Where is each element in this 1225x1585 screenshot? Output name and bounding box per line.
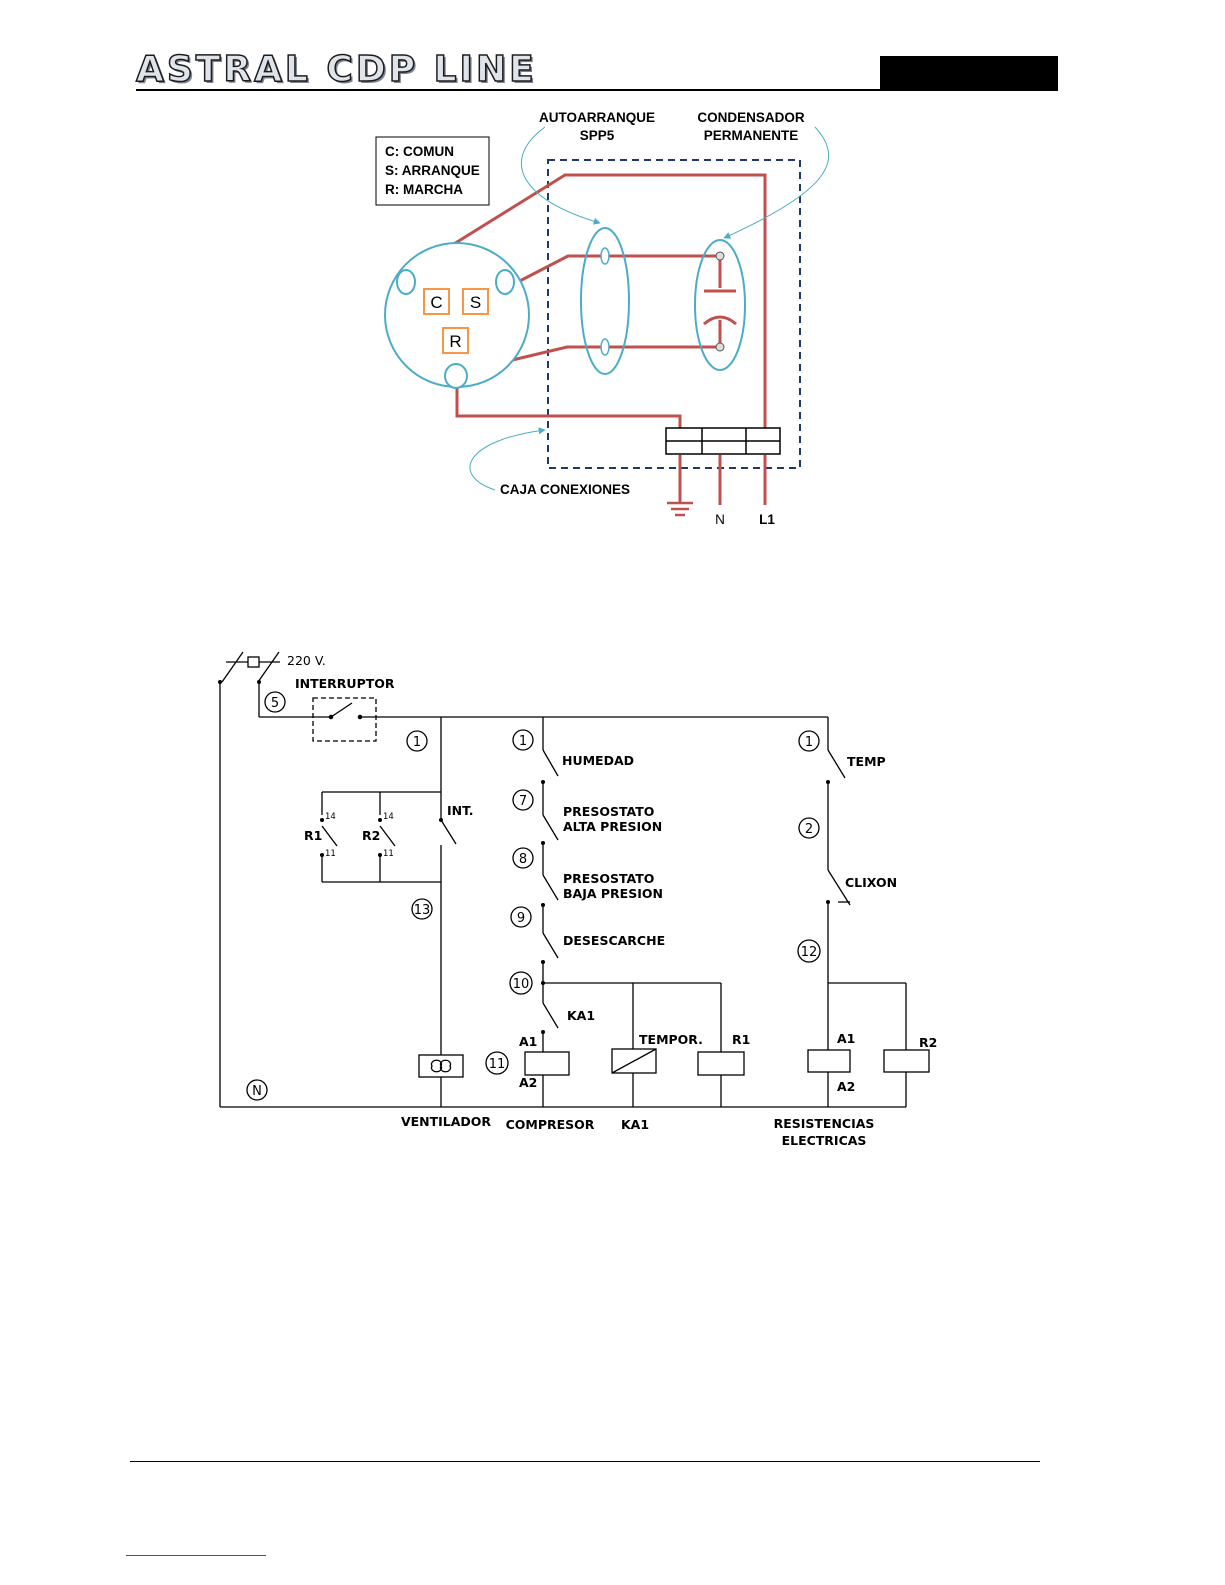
header-rule — [136, 89, 1058, 91]
fan-label: VENTILADOR — [401, 1114, 491, 1129]
r2-coil-label: R2 — [919, 1035, 937, 1050]
r1-pin-14: 14 — [325, 812, 336, 822]
hp-label-line2: ALTA PRESION — [563, 819, 662, 834]
supply-voltage: 220 V. — [287, 653, 326, 668]
ka1-contact-label: KA1 — [567, 1008, 595, 1023]
terminal-c: C — [430, 293, 442, 312]
temp-label: TEMP — [847, 754, 886, 769]
ground-icon — [667, 501, 693, 517]
int-label: INT. — [447, 803, 474, 818]
heaters-label-line1: RESISTENCIAS — [774, 1116, 875, 1131]
legend-common: C: COMUN — [385, 144, 454, 159]
footer-link-underline[interactable] — [126, 1555, 266, 1556]
lp-label-line2: BAJA PRESION — [563, 886, 663, 901]
node-12: 12 — [801, 945, 818, 960]
heaters-a1: A1 — [837, 1031, 855, 1046]
legend-start: S: ARRANQUE — [385, 163, 480, 178]
r1-contact-label: R1 — [304, 828, 322, 843]
autostart-label-line2: SPP5 — [580, 128, 615, 143]
compressor-motor: C S R — [384, 242, 530, 389]
capacitor-label-line2: PERMANENTE — [704, 128, 799, 143]
node-circles — [246, 691, 821, 1101]
compressor-a1: A1 — [519, 1034, 537, 1049]
schematic-wires — [219, 682, 907, 1108]
fuse-icon — [221, 651, 280, 683]
node-2: 2 — [805, 822, 813, 837]
node-8: 8 — [519, 852, 527, 867]
compressor-label: COMPRESOR — [506, 1117, 595, 1132]
r2-pin-14: 14 — [383, 812, 394, 822]
ka1-coil-label: KA1 — [621, 1117, 649, 1132]
node-1-right: 1 — [805, 735, 813, 750]
junction-box-label: CAJA CONEXIONES — [500, 482, 630, 497]
node-11: 11 — [489, 1057, 506, 1072]
node-9: 9 — [517, 911, 525, 926]
node-1-center: 1 — [519, 734, 527, 749]
defrost-label: DESESCARCHE — [563, 933, 665, 948]
brand-logo: ASTRAL CDP LINE — [135, 49, 537, 91]
node-7: 7 — [519, 794, 527, 809]
wiring-diagram: C: COMUN S: ARRANQUE R: MARCHA C S R — [375, 110, 830, 527]
timer-label: TEMPOR. — [639, 1032, 703, 1047]
legend-run: R: MARCHA — [385, 182, 463, 197]
node-13: 13 — [414, 903, 431, 918]
node-neutral: N — [252, 1084, 262, 1099]
heaters-label-line2: ELECTRICAS — [782, 1133, 867, 1148]
main-switch — [312, 697, 377, 742]
terminal-dots — [218, 680, 830, 1034]
autostart-spp5 — [580, 227, 630, 375]
switch-label: INTERRUPTOR — [295, 676, 395, 691]
header-black-box — [880, 56, 1058, 90]
neutral-label: N — [715, 512, 725, 527]
node-1-left: 1 — [413, 735, 421, 750]
heaters-a2: A2 — [837, 1079, 855, 1094]
terminal-block — [665, 427, 781, 455]
legend-box: C: COMUN S: ARRANQUE R: MARCHA — [375, 136, 490, 206]
lp-label-line1: PRESOSTATO — [563, 871, 654, 886]
junction-box-outline — [547, 159, 801, 469]
r1-pin-11: 11 — [325, 849, 336, 859]
callout-arrows — [469, 126, 830, 491]
humidity-label: HUMEDAD — [562, 753, 634, 768]
node-10: 10 — [513, 977, 530, 992]
control-schematic: 220 V. INTERRUPTOR 5 1 13 N 1 7 8 9 10 1… — [218, 651, 937, 1148]
hp-label-line1: PRESOSTATO — [563, 804, 654, 819]
terminal-r: R — [449, 332, 461, 351]
permanent-capacitor — [694, 239, 746, 371]
footer-rule — [130, 1461, 1040, 1462]
compressor-a2: A2 — [519, 1075, 537, 1090]
capacitor-label-line1: CONDENSADOR — [697, 110, 805, 125]
coils — [418, 1048, 930, 1078]
line-label: L1 — [759, 512, 775, 527]
terminal-s: S — [470, 293, 481, 312]
r2-contact-label: R2 — [362, 828, 380, 843]
r1-coil-label: R1 — [732, 1032, 750, 1047]
clixon-label: CLIXON — [845, 875, 897, 890]
r2-pin-11: 11 — [383, 849, 394, 859]
node-5: 5 — [271, 696, 279, 711]
autostart-label-line1: AUTOARRANQUE — [539, 110, 655, 125]
contacts — [321, 749, 851, 1029]
